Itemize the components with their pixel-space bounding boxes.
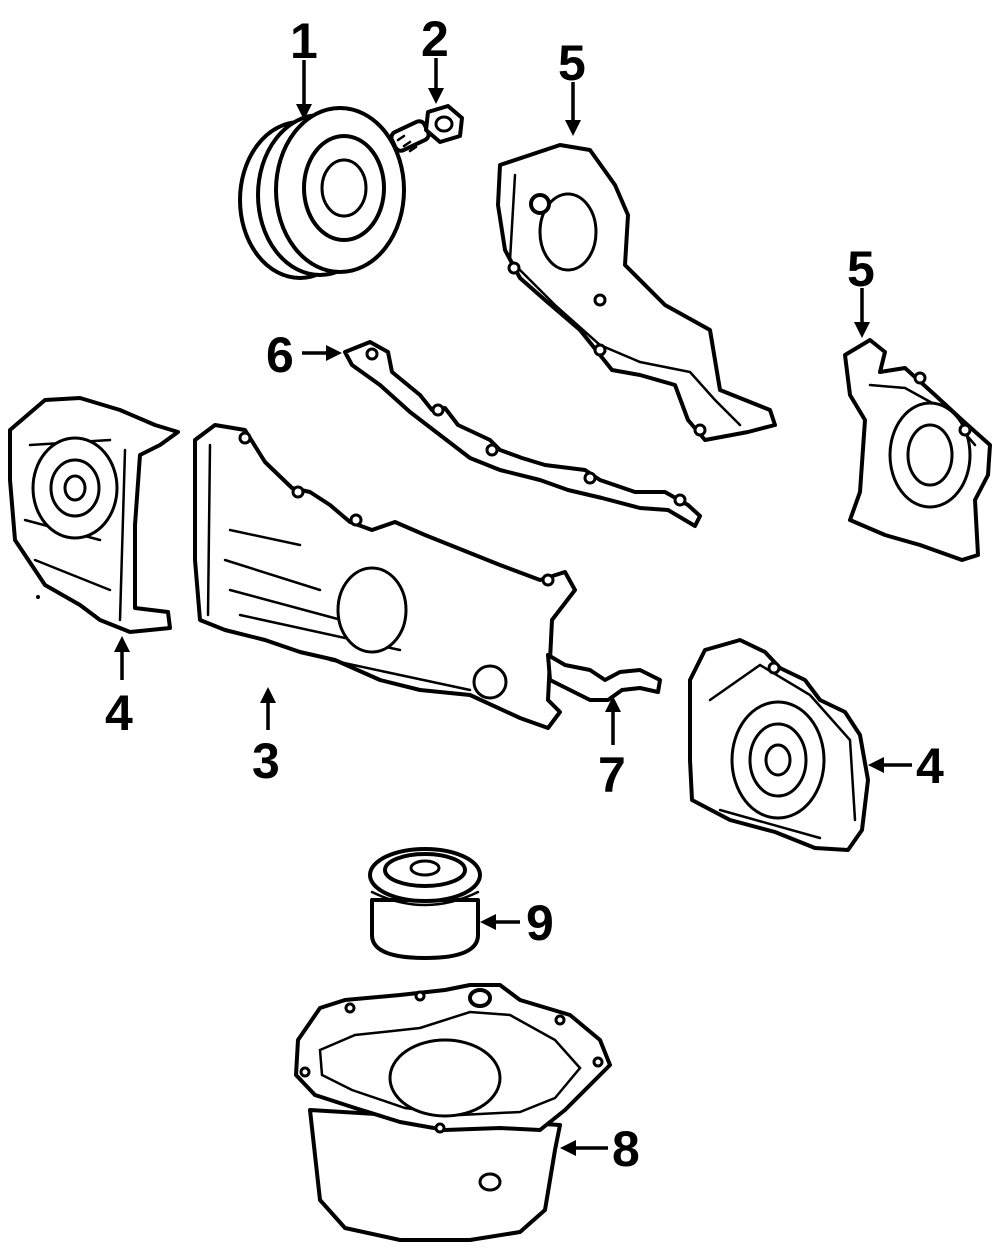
crankshaft-pulley: [238, 106, 406, 280]
callout-6: 6: [266, 327, 294, 383]
timing-belt-cover-right: [688, 638, 870, 852]
pulley-bolt: [389, 104, 464, 153]
callout-4-right: 4: [916, 738, 944, 794]
timing-cover-plate-upper: [496, 143, 777, 442]
callout-7: 7: [598, 747, 626, 803]
callout-1: 1: [290, 13, 318, 69]
timing-belt-cover-center: [193, 423, 577, 730]
callout-5-right: 5: [847, 241, 875, 297]
stray-dot: [36, 595, 40, 599]
callout-9: 9: [526, 895, 554, 951]
callout-3: 3: [252, 733, 280, 789]
cover-bracket: [546, 653, 662, 702]
timing-cover-plate-right: [843, 338, 992, 562]
oil-filter: [368, 847, 482, 960]
cover-gasket: [343, 340, 702, 528]
leader-lines: [114, 58, 912, 1156]
callout-2: 2: [421, 11, 449, 67]
callout-8: 8: [612, 1121, 640, 1177]
timing-belt-cover-left: [8, 396, 180, 634]
oil-pan: [294, 983, 612, 1242]
callout-5-top: 5: [558, 35, 586, 91]
callout-4-left: 4: [105, 685, 133, 741]
